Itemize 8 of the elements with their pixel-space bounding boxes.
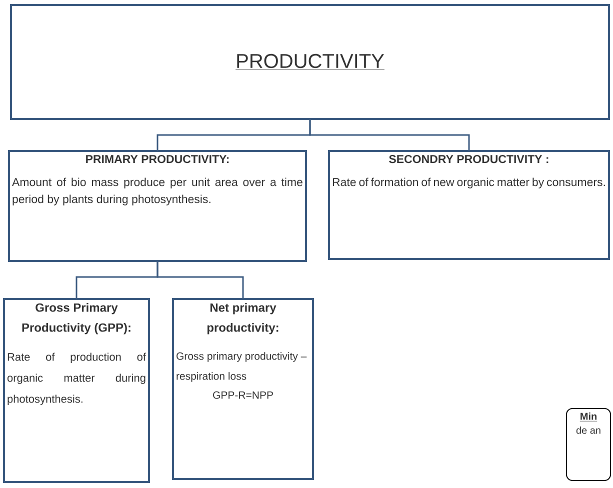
connector (309, 120, 470, 150)
definition-box: PRIMARY PRODUCTIVITY: Amount of bio mass produce per unit area over a time period by plants during photosynthesis. (8, 150, 307, 262)
definition-box: Gross Primary Productivity (GPP): Rate of production of organic matter during photosynthesis. (3, 298, 150, 483)
definition-box: Net primary productivity: Gross primary productivity – respiration loss GPP-R=NPP (172, 298, 314, 480)
definition-box: SECONDRY PRODUCTIVITY : Rate of formation of new organic matter by consumers. (328, 150, 610, 260)
connector (156, 262, 244, 298)
rounded-box: Min de an (566, 408, 611, 481)
title-box: PRODUCTIVITY (10, 4, 610, 120)
